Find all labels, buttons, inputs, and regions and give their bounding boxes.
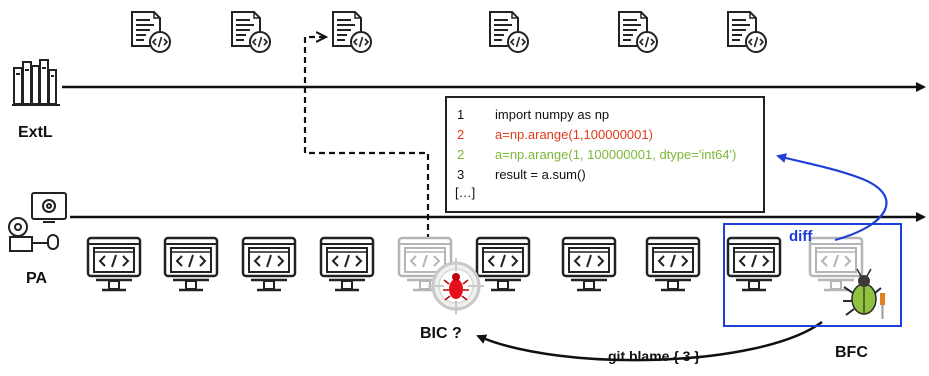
code-monitor-icon bbox=[241, 236, 297, 292]
code-text: a=np.arange(1, 100000001, dtype='int64') bbox=[495, 147, 737, 162]
code-monitor-icon bbox=[163, 236, 219, 292]
git-blame-label: git blame { 3 } bbox=[608, 348, 700, 364]
code-text: import numpy as np bbox=[495, 107, 610, 122]
bic-label: BIC ? bbox=[420, 325, 462, 342]
dashed-dependency-arrow bbox=[303, 37, 430, 240]
bug-fix-icon bbox=[843, 268, 885, 319]
code-monitor-icon bbox=[645, 236, 701, 292]
line-number: 3 bbox=[457, 167, 465, 182]
bug-target-icon bbox=[428, 258, 484, 314]
line-number: 2 bbox=[457, 147, 465, 162]
line-number: 1 bbox=[457, 107, 465, 122]
code-document-icon bbox=[332, 11, 372, 53]
code-document-icon bbox=[618, 11, 658, 53]
library-books-icon bbox=[12, 59, 60, 106]
pa-label: PA bbox=[26, 270, 48, 287]
bfc-highlight-box bbox=[723, 223, 902, 327]
code-ellipsis: […] bbox=[455, 185, 476, 200]
code-document-icon bbox=[131, 11, 171, 53]
code-text: a=np.arange(1,100000001) bbox=[495, 127, 653, 142]
server-workstation-icon bbox=[8, 192, 67, 252]
diff-label: diff bbox=[789, 228, 813, 245]
code-monitor-icon bbox=[319, 236, 375, 292]
code-document-icon bbox=[489, 11, 529, 53]
extl-label: ExtL bbox=[18, 124, 53, 141]
git-blame-arrow bbox=[476, 320, 823, 362]
code-monitor-icon bbox=[561, 236, 617, 292]
code-monitor-icon bbox=[86, 236, 142, 292]
line-number: 2 bbox=[457, 127, 465, 142]
code-monitor-icon bbox=[475, 236, 531, 292]
code-document-icon bbox=[231, 11, 271, 53]
code-text: result = a.sum() bbox=[495, 167, 586, 182]
code-document-icon bbox=[727, 11, 767, 53]
code-diff-box: 1 import numpy as np 2 a=np.arange(1,100… bbox=[445, 96, 765, 213]
bfc-label: BFC bbox=[835, 344, 868, 361]
